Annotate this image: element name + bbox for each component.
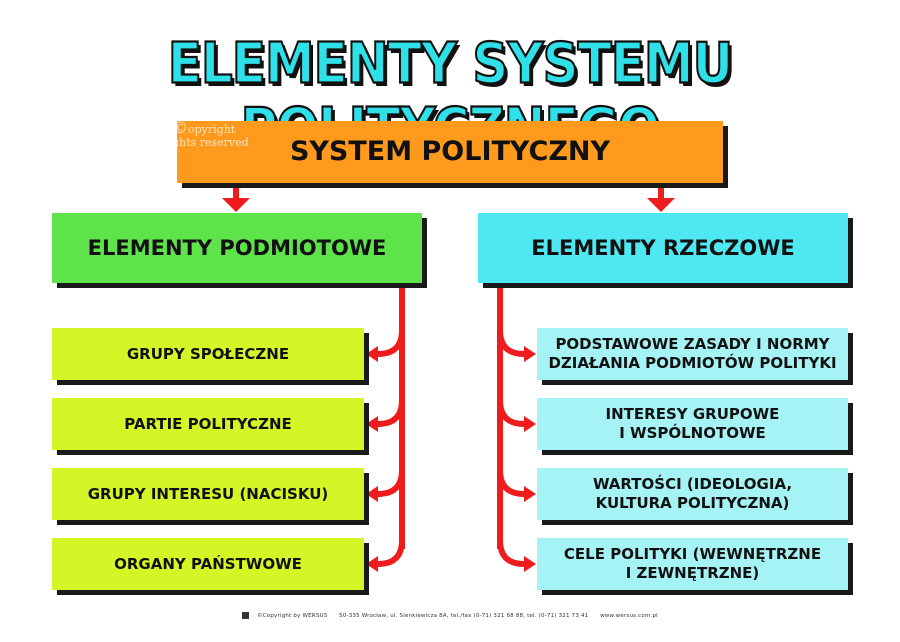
left-branch-1 — [377, 329, 405, 357]
arrow-root-right-head — [647, 198, 675, 212]
left-item-4: ORGANY PAŃSTWOWE — [52, 538, 364, 590]
right-arrowhead-3 — [524, 486, 536, 502]
right-branch-1 — [497, 329, 525, 357]
left-arrowhead-4 — [366, 556, 378, 572]
right-item-3: WARTOŚCI (IDEOLOGIA,KULTURA POLITYCZNA) — [537, 468, 848, 520]
left-arrowhead-1 — [366, 346, 378, 362]
right-item-3-line2: KULTURA POLITYCZNA) — [595, 494, 790, 512]
left-item-2: PARTIE POLITYCZNE — [52, 398, 364, 450]
category-podmiotowe: ELEMENTY PODMIOTOWE — [52, 213, 422, 283]
left-branch-3 — [377, 469, 405, 497]
right-branch-4 — [497, 539, 525, 567]
right-arrowhead-4 — [524, 556, 536, 572]
footer-logo-icon — [242, 612, 250, 619]
right-branch-3 — [497, 469, 525, 497]
footer-address: 50-335 Wrocław, ul. Sienkiewicza 8A, tel… — [339, 613, 589, 619]
left-branch-2 — [377, 399, 405, 427]
right-arrowhead-1 — [524, 346, 536, 362]
right-item-1-line2: DZIAŁANIA PODMIOTÓW POLITYKI — [548, 354, 837, 372]
left-branch-4 — [377, 539, 405, 567]
right-item-2-line1: INTERESY GRUPOWE — [605, 405, 780, 424]
right-item-4-line2: I ZEWNĘTRZNE) — [625, 564, 760, 582]
right-item-3-line1: WARTOŚCI (IDEOLOGIA, — [592, 475, 793, 494]
arrow-root-left-head — [222, 198, 250, 212]
left-arrowhead-3 — [366, 486, 378, 502]
right-item-2-line2: I WSPÓLNOTOWE — [619, 424, 766, 442]
right-arrowhead-2 — [524, 416, 536, 432]
left-item-1: GRUPY SPOŁECZNE — [52, 328, 364, 380]
footer-copyright: ©Copyright by WERSUS — [257, 613, 328, 619]
left-item-3: GRUPY INTERESU (NACISKU) — [52, 468, 364, 520]
root-node-system: SYSTEM POLITYCZNY — [177, 121, 723, 183]
left-arrowhead-2 — [366, 416, 378, 432]
right-item-4-line1: CELE POLITYKI (WEWNĘTRZNE — [563, 545, 822, 564]
footer-website[interactable]: www.wersus.com.pl — [600, 613, 658, 619]
footer: ©Copyright by WERSUS 50-335 Wrocław, ul.… — [0, 612, 900, 619]
category-rzeczowe: ELEMENTY RZECZOWE — [478, 213, 848, 283]
right-branch-2 — [497, 399, 525, 427]
right-item-1-line1: PODSTAWOWE ZASADY I NORMY — [555, 335, 830, 354]
